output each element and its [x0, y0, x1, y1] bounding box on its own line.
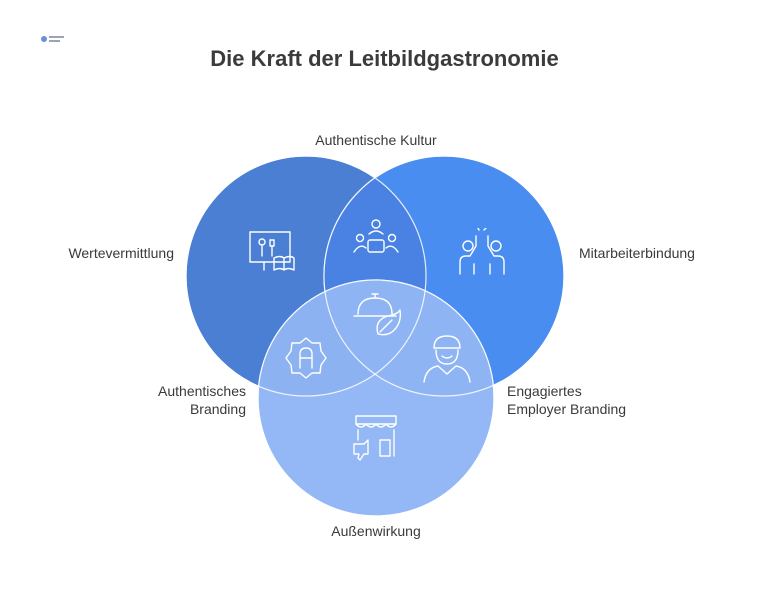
brand-logo	[40, 32, 66, 44]
label-engagiertes-employer-branding: Engagiertes Employer Branding	[507, 382, 626, 418]
overlap-left-bottom	[258, 280, 426, 396]
storefront-thumbs-down-icon	[353, 415, 397, 461]
badge-letter-a-icon	[285, 337, 327, 379]
presentation-book-icon	[249, 231, 295, 271]
high-five-icon	[459, 228, 505, 275]
serving-dish-leaf-icon	[353, 293, 402, 336]
label-authentisches-branding-line2: Branding	[189, 401, 246, 417]
team-meeting-icon	[353, 219, 399, 253]
label-authentisches-branding-line1: Authentisches	[158, 383, 246, 399]
label-aussenwirkung: Außenwirkung	[331, 523, 421, 539]
label-engagiertes-employer-branding-line1: Engagiertes	[507, 383, 582, 399]
label-mitarbeiterbindung: Mitarbeiterbindung	[579, 245, 695, 261]
page-title: Die Kraft der Leitbildgastronomie	[210, 46, 559, 71]
chef-person-icon	[423, 335, 471, 383]
label-engagiertes-employer-branding-line2: Employer Branding	[507, 401, 627, 417]
label-authentisches-branding: Authentisches Branding	[100, 382, 246, 418]
label-authentische-kultur: Authentische Kultur	[315, 132, 437, 148]
label-wertevermittlung: Wertevermittlung	[68, 245, 174, 261]
overlap-right-bottom	[324, 280, 494, 396]
